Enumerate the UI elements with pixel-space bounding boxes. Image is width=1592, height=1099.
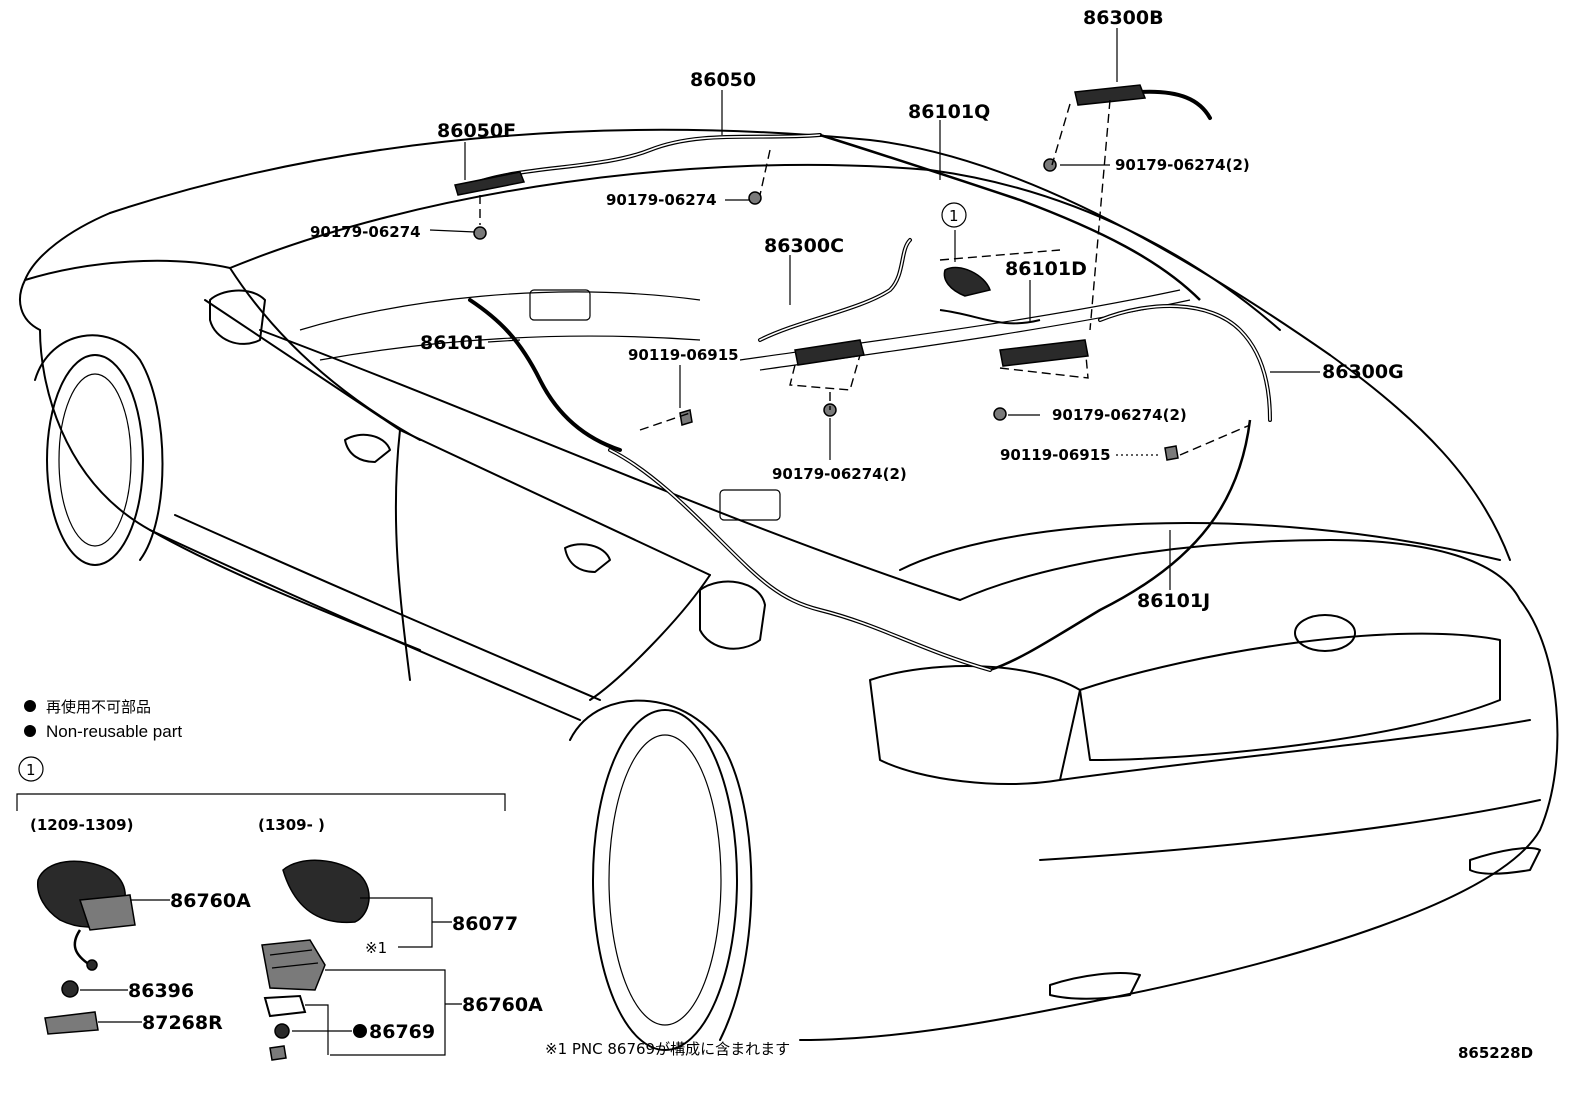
- shark-fin-cover-86077-icon: [282, 859, 370, 924]
- inset-bracket: [16, 793, 506, 811]
- callout-1-marker: [941, 202, 967, 228]
- bolt-86769-icon: [269, 1045, 287, 1061]
- non-reusable-mark-86769: [353, 1024, 367, 1038]
- antenna-cable-old: [73, 929, 91, 967]
- inset-label-87268R: 87268R: [142, 1012, 223, 1034]
- bracket-86760A-new: [325, 969, 462, 1056]
- drawing-id: 865228D: [1458, 1044, 1533, 1062]
- label-86101: 86101: [420, 332, 486, 354]
- leader-lines: [429, 28, 1320, 590]
- bracket-86769: [292, 1004, 352, 1055]
- inset-range-1209-1309: (1209-1309): [30, 816, 133, 834]
- inset-label-86769: 86769: [369, 1021, 435, 1043]
- label-90179-06274-roof: 90179-06274: [606, 191, 717, 209]
- label-90179-06274-front: 90179-06274: [310, 223, 421, 241]
- legend-bullet-en: [24, 725, 36, 737]
- label-90119-06915-center: 90119-06915: [628, 346, 739, 364]
- inset-panel: 1 (1209-1309) (1309- ) 86760A 86396 8726…: [16, 756, 543, 1061]
- inset-label-86760A-new: 86760A: [462, 994, 543, 1016]
- inset-note-mark: ※1: [365, 939, 387, 957]
- inset-label-86077: 86077: [452, 913, 518, 935]
- label-86101D: 86101D: [1005, 258, 1087, 280]
- assembly-guides: [479, 99, 1251, 456]
- bracket-86077: [360, 897, 452, 948]
- antenna-parts: [454, 84, 1179, 461]
- pad-86396-icon: [61, 980, 79, 998]
- label-90119-06915-rear: 90119-06915: [1000, 446, 1111, 464]
- label-86300G: 86300G: [1322, 361, 1404, 383]
- inset-label-86396: 86396: [128, 980, 194, 1002]
- label-86050: 86050: [690, 69, 756, 91]
- inset-callout-marker: [18, 756, 44, 782]
- label-86101Q: 86101Q: [908, 101, 990, 123]
- label-86101J: 86101J: [1137, 590, 1210, 612]
- label-86050F: 86050F: [437, 120, 516, 142]
- bracket-87268R-icon: [44, 1011, 99, 1035]
- antenna-harnesses: [468, 89, 1272, 672]
- inset-callout-label: 1: [26, 761, 36, 779]
- label-90179-06274-rear: 90179-06274(2): [1052, 406, 1187, 424]
- label-86300C: 86300C: [764, 235, 844, 257]
- antenna-base-old-icon: [78, 894, 136, 931]
- gasket-86769-icon: [263, 994, 307, 1018]
- inset-range-1309: (1309- ): [258, 816, 325, 834]
- antenna-base-detail: [269, 949, 319, 969]
- callout-1-label: 1: [949, 207, 959, 225]
- footnote: ※1 PNC 86769が構成に含まれます: [545, 1040, 790, 1058]
- label-90179-06274-center: 90179-06274(2): [772, 465, 907, 483]
- legend-text-en: Non-reusable part: [46, 722, 182, 741]
- legend-bullet-jp: [24, 700, 36, 712]
- legend-text-jp: 再使用不可部品: [46, 698, 151, 716]
- part-labels: 86300B 86050 86050F 86101Q 90179-06274(2…: [310, 7, 1404, 612]
- nut-86769-icon: [274, 1023, 290, 1039]
- antenna-base-new-icon: [261, 939, 326, 991]
- label-90179-06274-roof-rear: 90179-06274(2): [1115, 156, 1250, 174]
- legend: 再使用不可部品 Non-reusable part: [24, 698, 182, 741]
- connector-old-icon: [86, 959, 98, 971]
- car-body-outline: [19, 128, 1559, 1051]
- label-86300B: 86300B: [1083, 7, 1164, 29]
- inset-label-86760A-old: 86760A: [170, 890, 251, 912]
